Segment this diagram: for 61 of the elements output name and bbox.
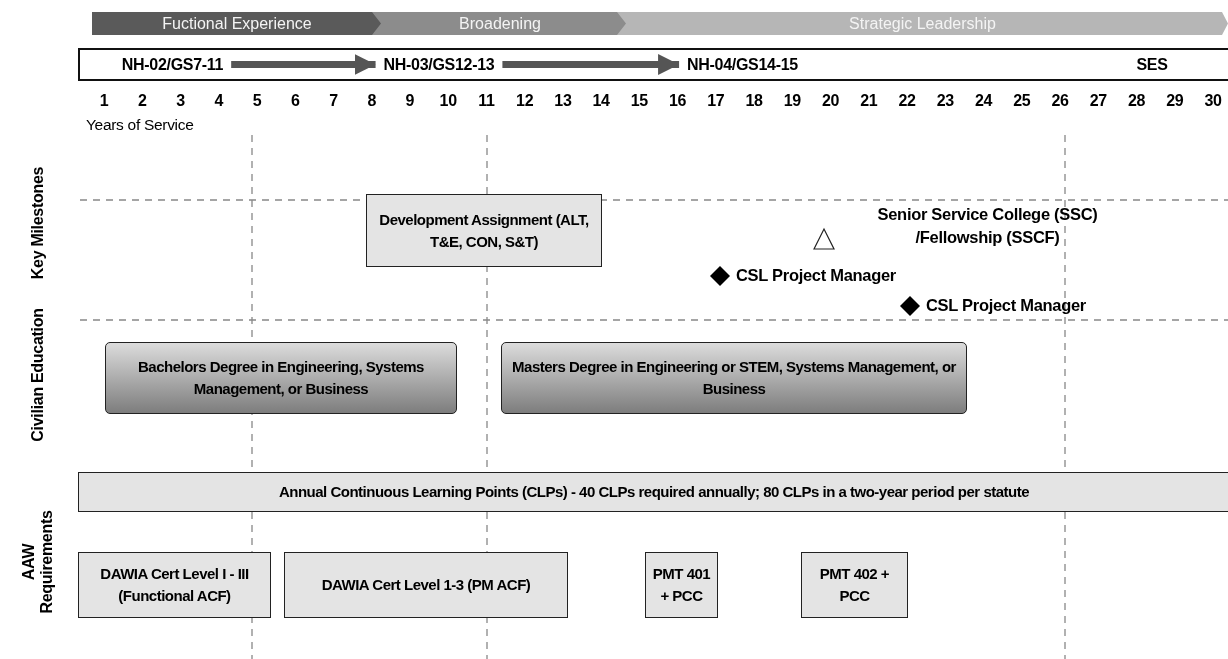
phase-label: Broadening	[459, 14, 541, 33]
year-number: 13	[553, 92, 573, 110]
row-heading: Key Milestones	[29, 165, 47, 282]
milestone-label: CSL Project Manager	[736, 265, 897, 286]
program-box	[645, 552, 718, 618]
grade-label: SES	[1136, 55, 1168, 74]
year-number: 1	[98, 92, 110, 110]
year-number: 24	[973, 92, 994, 110]
box-text: Annual Continuous Learning Points (CLPs) - 40 CLPs required annually; 80 CLPs in a two-year period per statute	[278, 482, 1030, 502]
program-box	[366, 194, 602, 267]
year-number: 12	[515, 92, 535, 110]
year-number: 30	[1203, 92, 1223, 110]
grade-label: NH-02/GS7-11	[121, 55, 224, 74]
grade-label: NH-04/GS14-15	[687, 55, 798, 74]
year-number: 2	[136, 92, 148, 110]
year-number: 11	[477, 92, 496, 110]
year-number: 8	[366, 92, 377, 110]
milestone-label: Senior Service College (SSC) /Fellowship (SSCF)	[876, 204, 1099, 248]
program-box	[501, 342, 967, 414]
box-text: PMT 402 + PCC	[818, 564, 891, 606]
year-number: 16	[668, 92, 688, 110]
year-number: 10	[438, 92, 458, 110]
year-number: 29	[1165, 92, 1185, 110]
box-text: DAWIA Cert Level I - III (Functional ACF)	[99, 564, 250, 606]
milestone-label: CSL Project Manager	[926, 295, 1087, 316]
grade-label: NH-03/GS12-13	[383, 55, 495, 74]
year-number: 9	[404, 92, 416, 110]
year-number: 5	[251, 92, 263, 110]
program-box	[801, 552, 908, 618]
year-number: 22	[897, 92, 917, 110]
year-number: 23	[935, 92, 955, 110]
year-number: 15	[629, 92, 649, 110]
phase-label: Fuctional Experience	[162, 14, 312, 33]
year-number: 26	[1050, 92, 1070, 110]
year-number: 19	[782, 92, 802, 110]
phase-label: Strategic Leadership	[849, 14, 996, 33]
year-number: 27	[1088, 92, 1108, 110]
row-heading: AAW Requirements	[20, 509, 56, 616]
box-text: DAWIA Cert Level 1-3 (PM ACF)	[321, 575, 531, 595]
year-number: 14	[591, 92, 611, 110]
year-number: 4	[213, 92, 225, 110]
axis-title: Years of Service	[86, 116, 194, 134]
program-box	[284, 552, 568, 618]
program-box	[105, 342, 457, 414]
program-box	[78, 472, 1228, 512]
box-text: Development Assignment (ALT, T&E, CON, S&T)	[378, 209, 590, 252]
year-number: 18	[744, 92, 764, 110]
year-number: 3	[175, 92, 186, 110]
box-text: PMT 401 + PCC	[651, 564, 712, 606]
year-number: 25	[1012, 92, 1032, 110]
grade-bar	[78, 48, 1228, 81]
box-text: Masters Degree in Engineering or STEM, Systems Management, or Business	[511, 357, 957, 399]
year-number: 28	[1126, 92, 1147, 110]
year-number: 7	[328, 92, 339, 110]
box-text: Bachelors Degree in Engineering, Systems Management, or Business	[137, 357, 425, 399]
year-number: 20	[820, 92, 841, 110]
year-number: 17	[706, 92, 726, 110]
program-box	[78, 552, 271, 618]
year-number: 21	[859, 92, 879, 110]
year-number: 6	[289, 92, 301, 110]
row-heading: Civilian Education	[29, 307, 47, 444]
